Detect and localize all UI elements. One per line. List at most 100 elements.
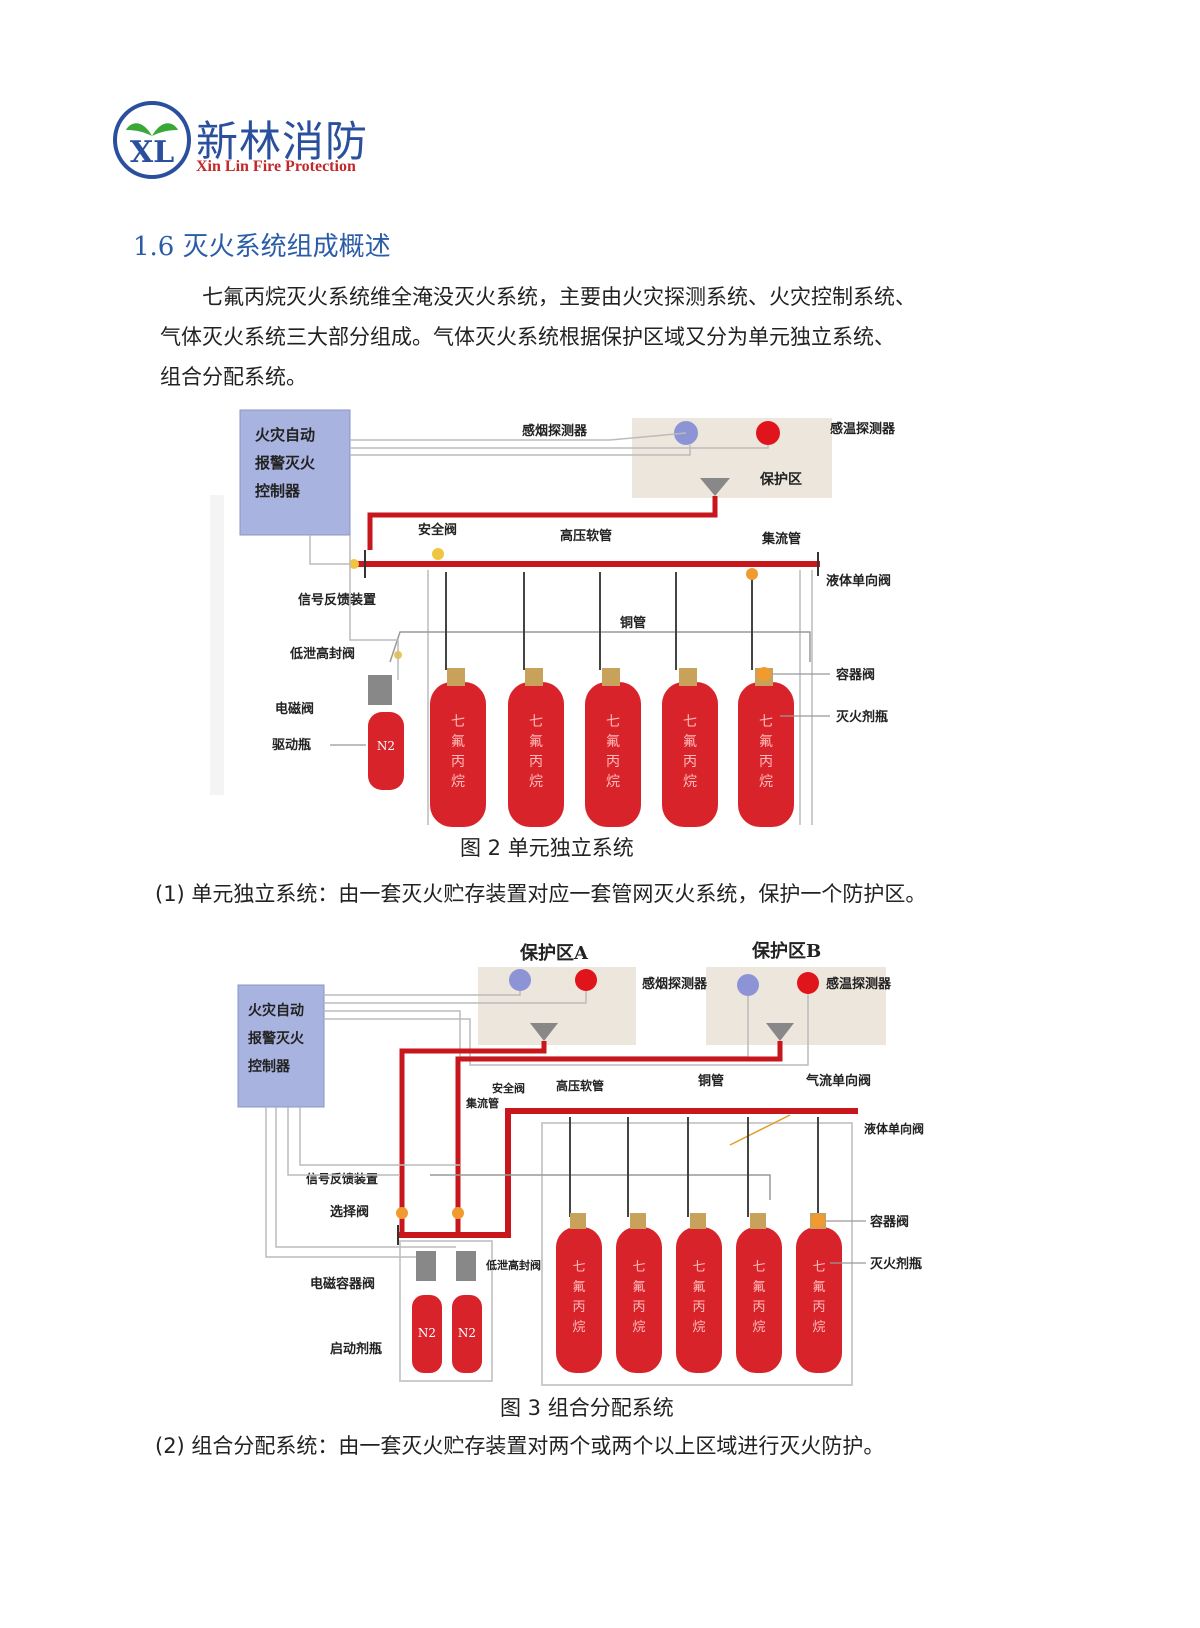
selector-valve-icon [396, 1207, 408, 1219]
svg-text:七: 七 [683, 714, 697, 730]
svg-text:氟: 氟 [759, 734, 773, 750]
logo-name-cn: 新林消防 [196, 117, 369, 166]
svg-text:丙: 丙 [692, 1300, 705, 1315]
svg-text:烷: 烷 [451, 774, 465, 790]
signal-feedback-icon [349, 559, 359, 569]
solenoid-valve-icon [368, 675, 392, 705]
selector-valve-label: 选择阀 [330, 1204, 369, 1220]
paragraph-line-2: 气体灭火系统三大部分组成。气体灭火系统根据保护区域又分为单元独立系统、 [160, 325, 895, 349]
figure-3-caption: 图 3 组合分配系统 [500, 1396, 674, 1420]
start-cylinder [412, 1295, 442, 1373]
agent-cylinder: 七 氟 丙 烷 [556, 1213, 602, 1373]
figure-2-caption: 图 2 单元独立系统 [460, 836, 634, 860]
svg-text:丙: 丙 [632, 1300, 645, 1315]
heat-detector-icon [756, 421, 780, 445]
signal-feedback-label: 信号反馈装置 [306, 1171, 378, 1186]
svg-text:氟: 氟 [451, 734, 465, 750]
svg-text:丙: 丙 [572, 1300, 585, 1315]
svg-text:氟: 氟 [632, 1280, 645, 1295]
svg-text:丙: 丙 [759, 754, 773, 770]
smoke-detector-label: 感烟探测器 [642, 976, 708, 992]
svg-text:烷: 烷 [572, 1320, 585, 1335]
agent-cylinder: 七 氟 丙 烷 [736, 1213, 782, 1373]
paragraph-line-1: 七氟丙烷灭火系统维全淹没灭火系统，主要由火灾探测系统、火灾控制系统、 [202, 285, 916, 309]
zone-a-smoke-detector-icon [509, 969, 531, 991]
agent-cylinder: 七 氟 丙 烷 [738, 667, 794, 827]
figure-3-diagram: 保护区A 保护区B 感烟探测器 感温探测器 火灾自动 报警灭火 控制器 安全阀 … [237, 940, 924, 1386]
controller-line-1: 火灾自动 [255, 426, 315, 444]
svg-text:烷: 烷 [606, 774, 620, 790]
solenoid-container-valve-icon [456, 1251, 476, 1281]
svg-text:烷: 烷 [692, 1320, 705, 1335]
figure-3-description: (2) 组合分配系统：由一套灭火贮存装置对两个或两个以上区域进行灭火防护。 [155, 1434, 885, 1458]
controller-line-2: 报警灭火 [255, 454, 316, 472]
container-valve-label: 容器阀 [835, 667, 875, 683]
fire-alarm-controller [237, 984, 325, 1108]
svg-text:氟: 氟 [692, 1280, 705, 1295]
protection-zone-b [706, 967, 886, 1045]
start-cylinder [452, 1295, 482, 1373]
svg-text:氟: 氟 [606, 734, 620, 750]
svg-text:丙: 丙 [683, 754, 697, 770]
safety-valve-icon [432, 548, 444, 560]
svg-text:七: 七 [692, 1260, 705, 1275]
container-valve-label: 容器阀 [869, 1214, 909, 1230]
svg-text:七: 七 [606, 714, 620, 730]
low-leak-valve-label: 低泄高封阀 [289, 646, 355, 662]
agent-cylinder: 七 氟 丙 烷 [676, 1213, 722, 1373]
agent-cylinder-label: 灭火剂瓶 [869, 1256, 922, 1272]
svg-text:烷: 烷 [632, 1320, 645, 1335]
svg-text:烷: 烷 [683, 774, 697, 790]
svg-text:七: 七 [529, 714, 543, 730]
start-cylinder-label: 启动剂瓶 [330, 1341, 382, 1357]
svg-text:烷: 烷 [812, 1320, 825, 1335]
hose-label: 高压软管 [556, 1078, 604, 1093]
svg-text:丙: 丙 [812, 1300, 825, 1315]
liquid-check-valve-label: 液体单向阀 [864, 1121, 924, 1136]
logo-mark: XL [130, 135, 174, 170]
controller-line-3: 控制器 [248, 1058, 291, 1075]
section-paragraph: 七氟丙烷灭火系统维全淹没灭火系统，主要由火灾探测系统、火灾控制系统、 气体灭火系… [160, 277, 1040, 397]
svg-text:氟: 氟 [572, 1280, 585, 1295]
controller-line-3: 控制器 [255, 482, 301, 500]
n2-label: N2 [377, 739, 395, 753]
agent-cylinder: 七 氟 丙 烷 [585, 668, 641, 827]
protection-zone [632, 418, 832, 498]
heat-detector-label: 感温探测器 [826, 976, 892, 992]
fire-alarm-controller [239, 409, 351, 536]
signal-feedback-label: 信号反馈装置 [298, 592, 376, 608]
gas-check-valve-label: 气流单向阀 [806, 1073, 871, 1089]
n2-label: N2 [418, 1326, 436, 1340]
agent-cylinder: 七 氟 丙 烷 [796, 1213, 842, 1373]
n2-label: N2 [458, 1326, 476, 1340]
paragraph-line-3: 组合分配系统。 [160, 365, 307, 389]
agent-cylinder: 七 氟 丙 烷 [430, 668, 486, 827]
svg-text:七: 七 [759, 714, 773, 730]
figure-2-diagram: 火灾自动 报警灭火 控制器 保护区 感烟探测器 感温探测器 安全阀 高压软管 集… [210, 409, 896, 827]
figure-2-description: (1) 单元独立系统：由一套灭火贮存装置对应一套管网灭火系统，保护一个防护区。 [155, 882, 927, 906]
drive-cylinder-label: 驱动瓶 [272, 737, 311, 753]
nozzle-icon [700, 478, 730, 496]
zone-b-smoke-detector-icon [737, 974, 759, 996]
drive-cylinder [368, 712, 404, 790]
agent-cylinder: 七 氟 丙 烷 [508, 668, 564, 827]
section-heading: 1.6 灭火系统组成概述 [133, 232, 391, 262]
solenoid-valve-label: 电磁阀 [275, 701, 314, 717]
hose-label: 高压软管 [560, 528, 612, 544]
svg-text:氟: 氟 [752, 1280, 765, 1295]
zone-a-heat-detector-icon [575, 969, 597, 991]
solenoid-container-valve-label: 电磁容器阀 [310, 1276, 375, 1292]
zone-a-label: 保护区A [519, 942, 589, 964]
svg-text:丙: 丙 [451, 754, 465, 770]
solenoid-container-valve-icon [416, 1251, 436, 1281]
controller-line-1: 火灾自动 [248, 1002, 304, 1019]
smoke-detector-label: 感烟探测器 [522, 423, 588, 439]
safety-valve-label: 安全阀 [492, 1081, 525, 1095]
svg-text:氟: 氟 [529, 734, 543, 750]
svg-text:丙: 丙 [529, 754, 543, 770]
manifold-label: 集流管 [761, 531, 801, 547]
svg-text:烷: 烷 [752, 1320, 765, 1335]
liquid-check-valve-label: 液体单向阀 [826, 573, 891, 589]
svg-text:氟: 氟 [683, 734, 697, 750]
svg-text:烷: 烷 [529, 774, 543, 790]
